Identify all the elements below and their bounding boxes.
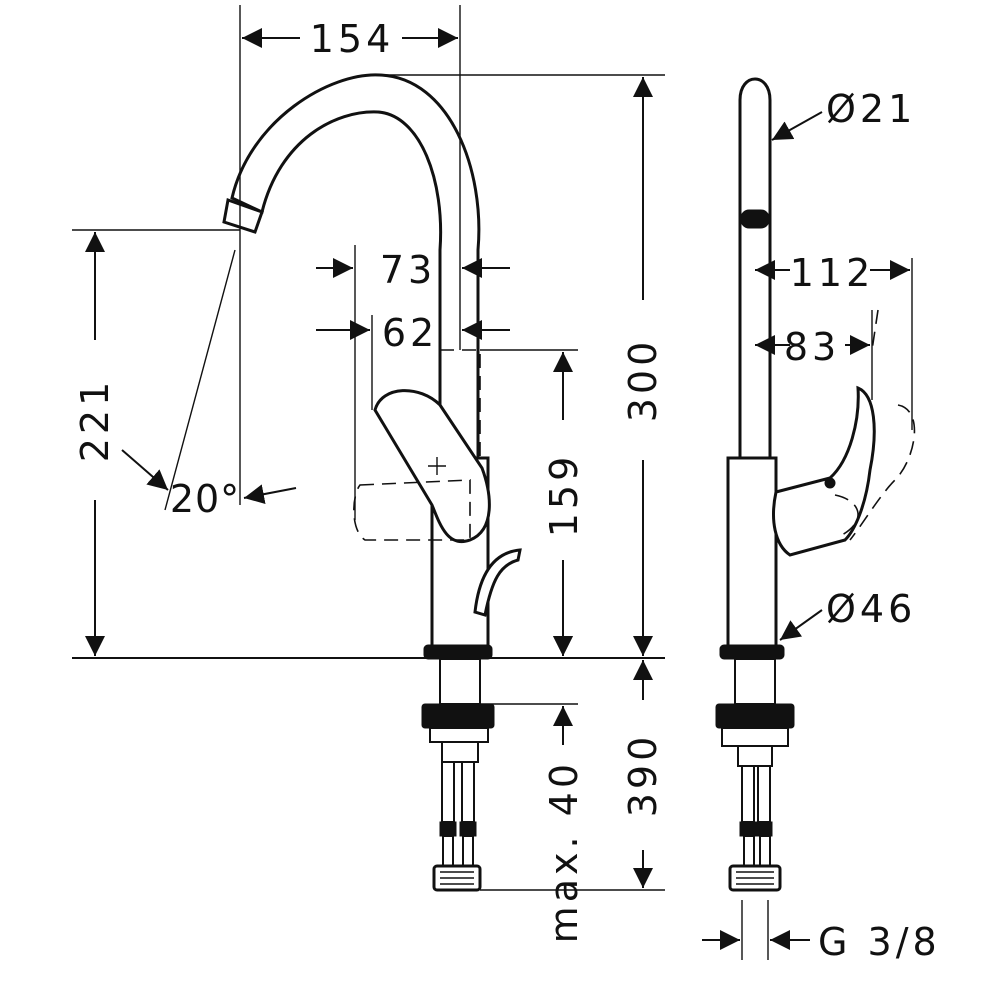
dim-side-83: 83 <box>784 325 840 369</box>
front-base-ring <box>423 644 493 660</box>
dim-spout-diameter: Ø21 <box>826 87 916 131</box>
side-lever-alt-position <box>849 309 916 541</box>
dim-lever-73: 73 <box>380 248 436 292</box>
front-fixing-plate <box>441 741 479 763</box>
front-spout-aerator <box>222 197 264 234</box>
front-body-dashed-guide <box>440 349 481 460</box>
side-aerator <box>740 209 770 229</box>
side-fixing-plate <box>737 745 773 767</box>
side-dimensions: Ø21 112 83 Ø46 G 3/8 <box>702 87 941 964</box>
dim-arrow-d46 <box>779 609 823 641</box>
side-view <box>715 77 916 892</box>
dim-lever-62: 62 <box>382 311 438 355</box>
side-base-ring <box>719 644 785 660</box>
side-spout <box>738 77 772 460</box>
dim-spout-height: 221 <box>73 378 117 463</box>
dim-height-total: 300 <box>621 338 665 423</box>
side-shank <box>734 658 776 705</box>
dim-body-diameter: Ø46 <box>826 587 916 631</box>
front-supply-hoses <box>432 761 482 892</box>
dim-lever-height: 159 <box>542 453 586 538</box>
side-lever-alt-curve <box>834 494 859 536</box>
side-nut-lower <box>721 727 789 747</box>
front-lever-alt-position <box>353 479 471 541</box>
angle-arrow-left <box>121 449 169 491</box>
front-shank <box>439 658 481 705</box>
dim-connection-thread: G 3/8 <box>818 920 941 964</box>
front-dimensions: 154 300 221 20° 73 62 159 <box>72 5 665 943</box>
front-nut <box>421 703 495 729</box>
angle-arrow-right <box>243 484 297 505</box>
dim-angle: 20° <box>170 477 240 521</box>
side-lever-screw <box>824 477 836 489</box>
side-supply-hoses <box>728 765 782 892</box>
front-spout <box>230 73 481 462</box>
dim-width-total: 154 <box>310 17 395 61</box>
front-popup-rod <box>473 548 522 617</box>
side-lever <box>772 385 876 557</box>
side-body <box>726 456 778 648</box>
side-nut <box>715 703 795 729</box>
dim-arrow-d21 <box>771 111 823 141</box>
front-view <box>72 73 665 892</box>
angle-ref-line <box>164 249 236 511</box>
front-nut-lower <box>429 727 489 743</box>
dim-side-112: 112 <box>790 251 875 295</box>
dim-below-deck: 390 <box>621 733 665 818</box>
dim-max-thickness: max. 40 <box>542 760 586 943</box>
